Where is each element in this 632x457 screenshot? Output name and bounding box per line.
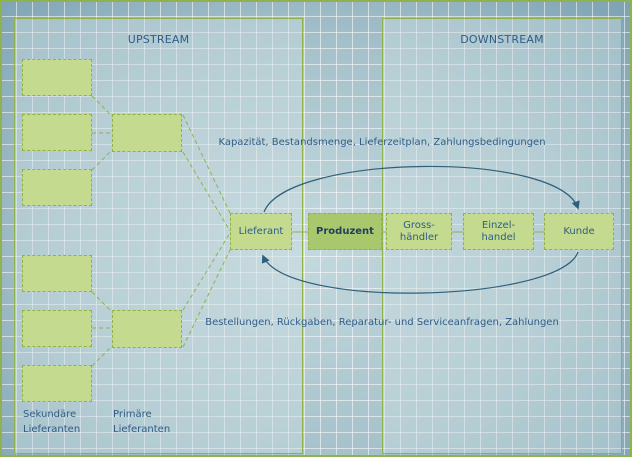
secondary-supplier-box: [22, 114, 92, 151]
primary-supplier-box: [112, 310, 182, 348]
secondary-supplier-box: [22, 365, 92, 402]
backward-flow-label: Bestellungen, Rückgaben, Reparatur- und …: [205, 317, 559, 328]
primary-supplier-box: [112, 114, 182, 152]
primary-suppliers-label: Primäre Lieferanten: [113, 409, 171, 435]
node-lieferant: Lieferant: [230, 213, 292, 250]
node-kunde: Kunde: [544, 213, 614, 250]
upstream-title: UPSTREAM: [127, 33, 190, 46]
link-secondary-3-primary-1: [91, 149, 113, 171]
secondary-supplier-box: [22, 59, 92, 96]
forward-flow-arrow: [263, 165, 580, 213]
link-primary-1-bottom: [182, 151, 231, 232]
link-primary-2-top: [182, 232, 231, 311]
link-primary-2-bottom: [182, 249, 231, 348]
forward-flow-label: Kapazität, Bestandsmenge, Lieferzeitplan…: [218, 137, 546, 148]
secondary-supplier-box: [22, 255, 92, 292]
link-secondary-4-primary-2: [91, 291, 113, 313]
downstream-title: DOWNSTREAM: [460, 33, 544, 46]
node-produzent: Produzent: [308, 213, 382, 250]
secondary-supplier-box: [22, 310, 92, 347]
link-secondary-1-primary-1: [91, 95, 113, 117]
node-grosshaendler: Gross- händler: [386, 213, 452, 250]
secondary-suppliers-label: Sekundäre Lieferanten: [23, 409, 81, 435]
node-einzelhandel: Einzel- handel: [463, 213, 534, 250]
link-primary-1-top: [182, 114, 231, 214]
backward-flow-arrow: [261, 251, 579, 294]
link-secondary-6-primary-2: [91, 345, 113, 367]
secondary-supplier-box: [22, 169, 92, 206]
